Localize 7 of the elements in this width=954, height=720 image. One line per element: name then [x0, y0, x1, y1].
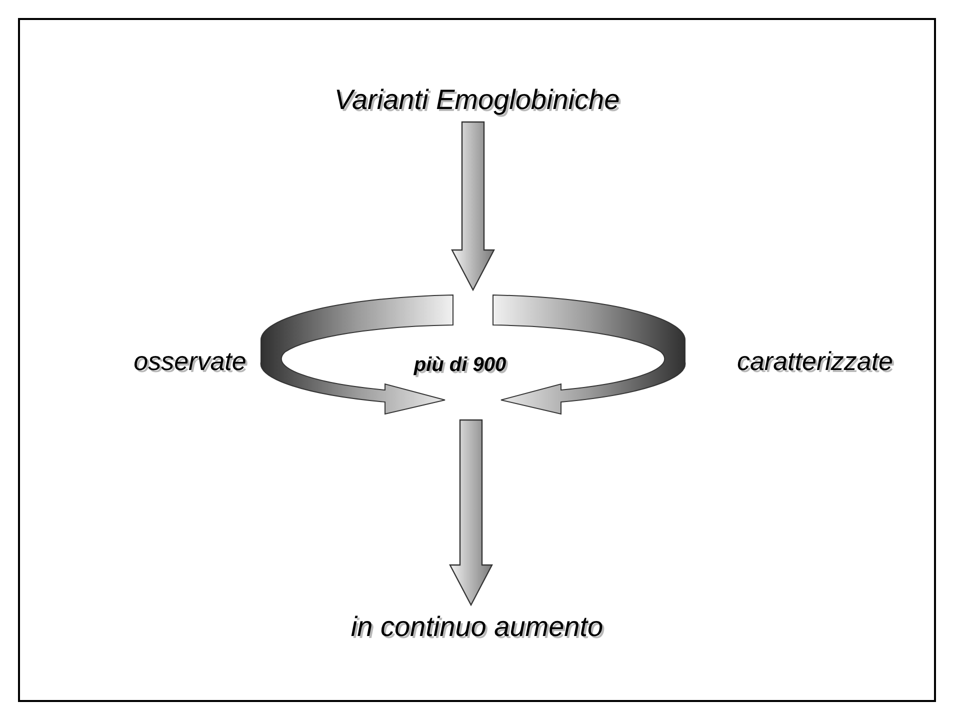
block-arrow	[449, 419, 493, 606]
block-arrow	[451, 121, 495, 292]
side-label: osservate	[132, 345, 248, 378]
center-count-text: più di 900	[412, 353, 508, 378]
conclusion-text: in continuo aumento	[350, 610, 604, 644]
heading-text: Varianti Emoglobiniche	[334, 83, 620, 117]
side-label: caratterizzate	[736, 345, 894, 378]
